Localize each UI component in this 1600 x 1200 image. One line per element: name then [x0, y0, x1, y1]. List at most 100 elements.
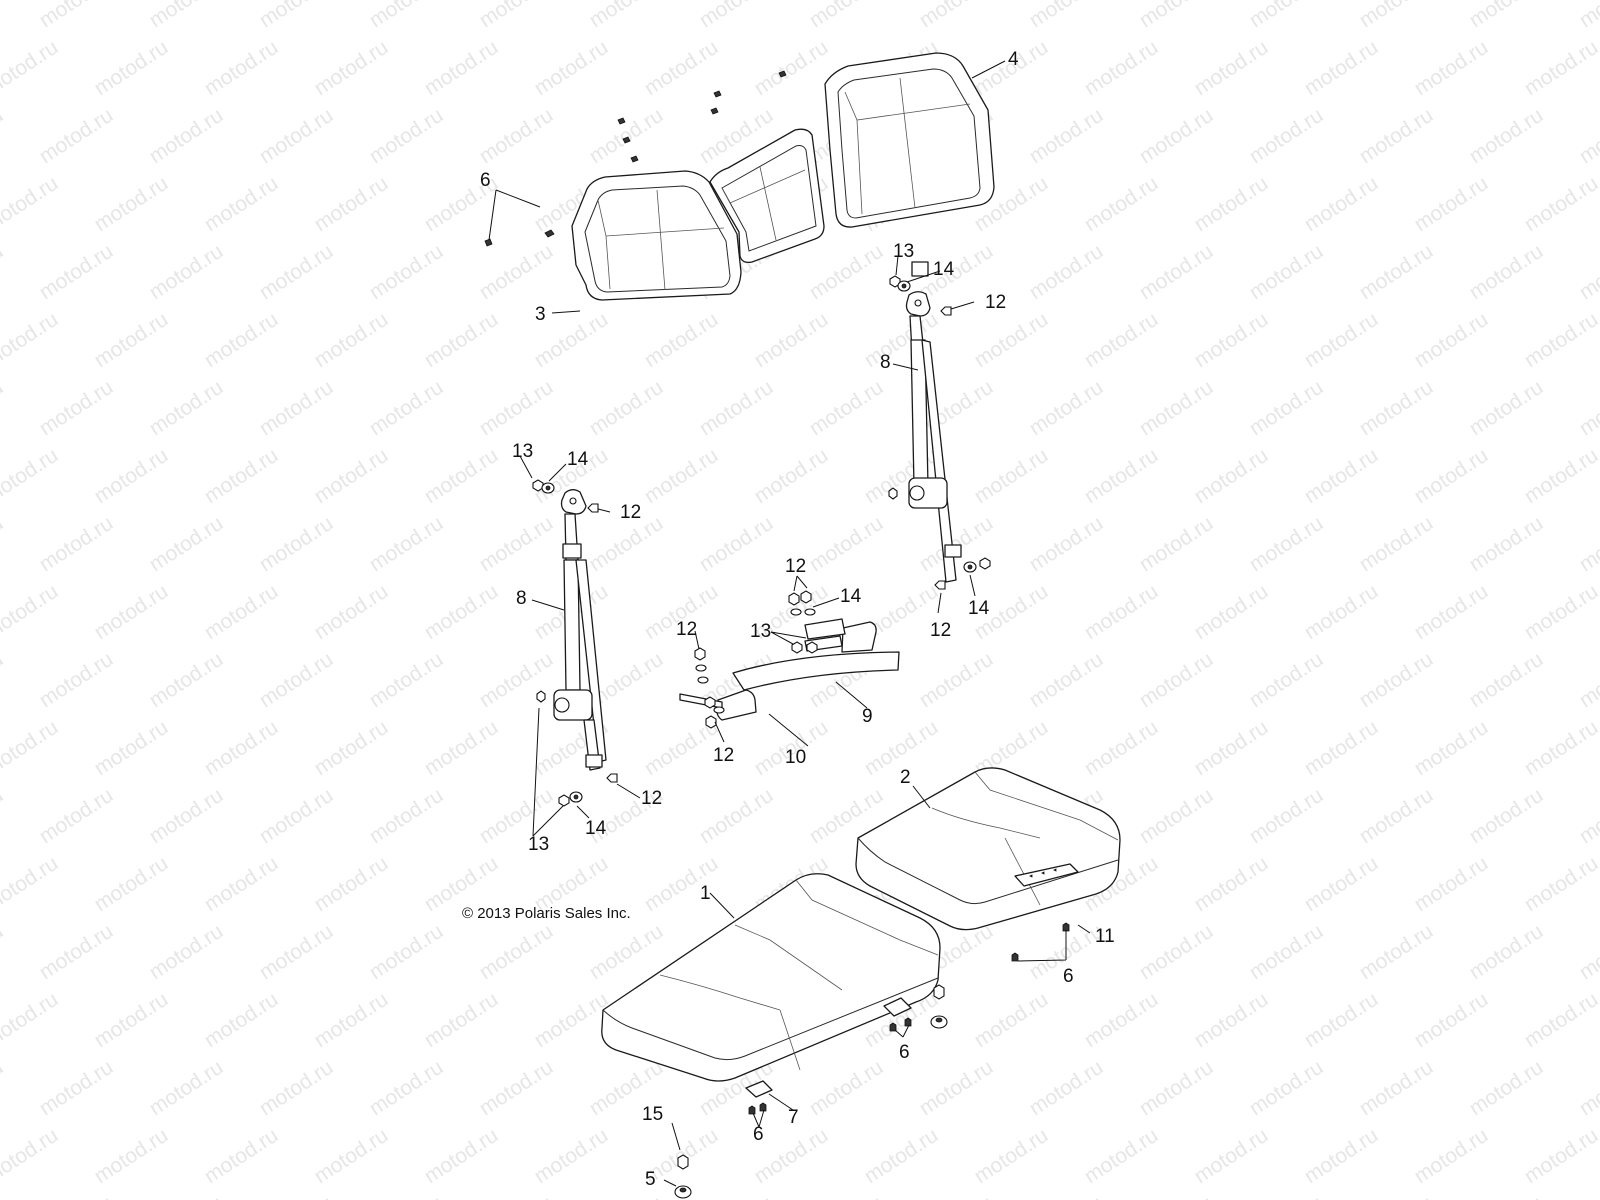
callout-13-right: 13: [893, 241, 914, 262]
watermark-text: motod.ru: [1575, 104, 1600, 168]
watermark-text: motod.ru: [0, 512, 7, 576]
watermark-text: motod.ru: [1135, 512, 1217, 576]
watermark-text: motod.ru: [310, 444, 392, 508]
watermark-text: motod.ru: [0, 172, 62, 236]
watermark-text: motod.ru: [1355, 376, 1437, 440]
callout-14-right-bottom: 14: [968, 598, 990, 619]
watermark-text: motod.ru: [0, 444, 62, 508]
watermark-text: motod.ru: [1135, 376, 1217, 440]
watermark-text: motod.ru: [310, 580, 392, 644]
watermark-text: motod.ru: [1575, 784, 1600, 848]
seat-back-left: [571, 170, 742, 301]
watermark-text: motod.ru: [365, 376, 447, 440]
watermark-text: motod.ru: [1190, 36, 1272, 100]
watermark-text: motod.ru: [1520, 172, 1600, 236]
watermark-text: motod.ru: [310, 988, 392, 1052]
watermark-text: motod.ru: [1135, 1192, 1217, 1200]
watermark-text: motod.ru: [200, 988, 282, 1052]
watermark-text: motod.ru: [1355, 240, 1437, 304]
watermark-text: motod.ru: [805, 0, 887, 32]
watermark-text: motod.ru: [475, 1056, 557, 1120]
watermark-text: motod.ru: [0, 580, 62, 644]
watermark-text: motod.ru: [145, 240, 227, 304]
watermark-text: motod.ru: [750, 308, 832, 372]
watermark-text: motod.ru: [420, 716, 502, 780]
watermark-text: motod.ru: [200, 1124, 282, 1188]
watermark-text: motod.ru: [1300, 308, 1382, 372]
watermark-text: motod.ru: [1245, 104, 1327, 168]
watermark-text: motod.ru: [475, 0, 557, 32]
watermark-text: motod.ru: [0, 988, 62, 1052]
watermark-text: motod.ru: [695, 376, 777, 440]
watermark-text: motod.ru: [365, 512, 447, 576]
watermark-text: motod.ru: [915, 648, 997, 712]
watermark-text: motod.ru: [310, 1124, 392, 1188]
watermark-text: motod.ru: [35, 784, 117, 848]
watermark-text: motod.ru: [35, 920, 117, 984]
seat-bottom-2: [855, 767, 1121, 931]
watermark-text: motod.ru: [1190, 308, 1272, 372]
watermark-text: motod.ru: [1300, 1124, 1382, 1188]
watermark-text: motod.ru: [1465, 104, 1547, 168]
watermark-text: motod.ru: [1355, 512, 1437, 576]
watermark-text: motod.ru: [1025, 0, 1107, 32]
watermark-text: motod.ru: [420, 36, 502, 100]
watermark-text: motod.ru: [1355, 784, 1437, 848]
watermark-text: motod.ru: [310, 172, 392, 236]
watermark-text: motod.ru: [1520, 1124, 1600, 1188]
watermark-text: motod.ru: [90, 988, 172, 1052]
watermark-text: motod.ru: [970, 1124, 1052, 1188]
watermark-text: motod.ru: [1575, 648, 1600, 712]
watermark-text: motod.ru: [1410, 444, 1492, 508]
copyright-notice: © 2013 Polaris Sales Inc.: [462, 905, 631, 922]
watermark-text: motod.ru: [1135, 784, 1217, 848]
watermark-text: motod.ru: [640, 308, 722, 372]
left-belt-fasteners: [532, 479, 618, 807]
watermark-text: motod.ru: [200, 852, 282, 916]
watermark-text: motod.ru: [145, 104, 227, 168]
watermark-text: motod.ru: [255, 648, 337, 712]
watermark-text: motod.ru: [1575, 240, 1600, 304]
watermark-text: motod.ru: [255, 240, 337, 304]
watermark-text: motod.ru: [90, 580, 172, 644]
watermark-text: motod.ru: [1410, 580, 1492, 644]
watermark-text: motod.ru: [35, 0, 117, 32]
watermark-text: motod.ru: [1410, 852, 1492, 916]
seat-back-center: [709, 128, 825, 264]
watermark-text: motod.ru: [860, 1124, 942, 1188]
watermark-text: motod.ru: [145, 1192, 227, 1200]
watermark-text: motod.ru: [420, 444, 502, 508]
callout-3: 3: [535, 304, 546, 325]
watermark-text: motod.ru: [1355, 648, 1437, 712]
callout-13-left-top: 13: [512, 441, 533, 462]
watermark-text: motod.ru: [145, 1056, 227, 1120]
watermark-text: motod.ru: [475, 376, 557, 440]
watermark-text: motod.ru: [1025, 648, 1107, 712]
watermark-text: motod.ru: [35, 376, 117, 440]
watermark-text: motod.ru: [475, 1192, 557, 1200]
watermark-text: motod.ru: [365, 784, 447, 848]
watermark-text: motod.ru: [365, 648, 447, 712]
watermark-text: motod.ru: [1575, 512, 1600, 576]
watermark-text: motod.ru: [1355, 1056, 1437, 1120]
callout-12-center-top: 12: [785, 556, 806, 577]
watermark-text: motod.ru: [1410, 36, 1492, 100]
callout-11: 11: [1095, 926, 1115, 947]
callout-15: 15: [642, 1104, 663, 1125]
watermark-text: motod.ru: [1245, 920, 1327, 984]
watermark-text: motod.ru: [145, 784, 227, 848]
watermark-text: motod.ru: [145, 376, 227, 440]
watermark-text: motod.ru: [1410, 988, 1492, 1052]
seat-belt-left: [553, 489, 607, 771]
watermark-text: motod.ru: [1190, 852, 1272, 916]
watermark-text: motod.ru: [1080, 988, 1162, 1052]
watermark-text: motod.ru: [695, 1192, 777, 1200]
watermark-text: motod.ru: [1245, 512, 1327, 576]
callout-9: 9: [862, 706, 873, 727]
watermark-text: motod.ru: [420, 988, 502, 1052]
watermark-text: motod.ru: [90, 444, 172, 508]
watermark-text: motod.ru: [1465, 920, 1547, 984]
right-belt-fasteners: [888, 275, 991, 590]
watermark-text: motod.ru: [1135, 648, 1217, 712]
